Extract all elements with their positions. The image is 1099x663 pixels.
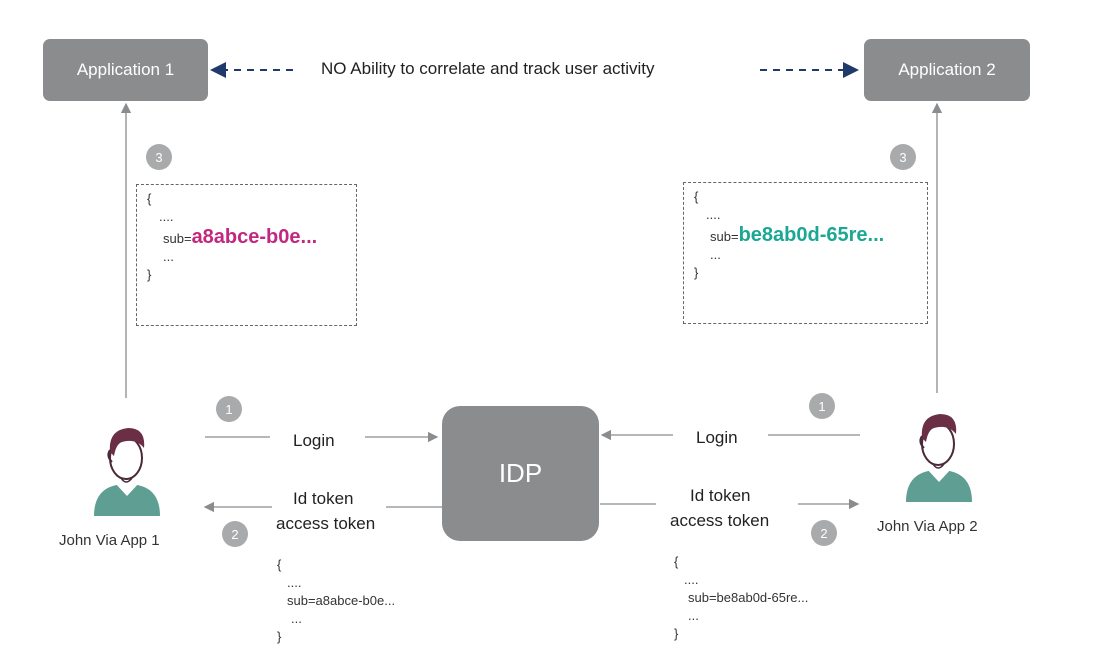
login-label-left: Login — [293, 431, 335, 450]
id-token-label-right: Id token — [690, 486, 751, 505]
access-token-label-left: access token — [276, 514, 376, 533]
bottom-token-code-left: { .... sub=a8abce-b0e... ... } — [277, 556, 395, 646]
step-2-badge-right: 2 — [811, 520, 837, 546]
idp-box: IDP — [442, 406, 599, 541]
application-2-label: Application 2 — [898, 60, 996, 79]
sub-line: sub=be8ab0d-65re... — [688, 590, 809, 605]
idp-label: IDP — [498, 458, 543, 488]
step-2-badge-left: 2 — [222, 521, 248, 547]
application-1-label: Application 1 — [76, 60, 175, 79]
step-3-badge-right: 3 — [890, 144, 916, 170]
token-claims-box-right — [683, 182, 928, 324]
brace-close: } — [277, 629, 282, 644]
user-caption-right: John Via App 2 — [877, 518, 978, 535]
brace-close: } — [694, 265, 699, 280]
dots-line: .... — [684, 572, 699, 587]
dots-line: .... — [287, 575, 302, 590]
ellipsis-line: ... — [710, 247, 721, 262]
user-caption-left: John Via App 1 — [59, 532, 160, 549]
step-1-badge-right: 1 — [809, 393, 835, 419]
ellipsis-line: ... — [291, 611, 302, 626]
sub-prefix: sub= — [710, 229, 739, 244]
token-claims-left: { .... sub=a8abce-b0e... ... } — [147, 190, 317, 284]
ellipsis-line: ... — [688, 608, 699, 623]
sub-value-highlight: be8ab0d-65re... — [738, 224, 885, 246]
ellipsis-line: ... — [163, 249, 174, 264]
sub-line: sub=a8abce-b0e... — [287, 593, 396, 608]
application-1-box: Application 1 — [43, 39, 208, 101]
sub-prefix: sub= — [163, 231, 192, 246]
brace-close: } — [147, 267, 152, 282]
bottom-token-code-right: { .... sub=be8ab0d-65re... ... } — [674, 553, 808, 643]
step-1-badge-left: 1 — [216, 396, 242, 422]
sub-value-highlight: a8abce-b0e... — [191, 226, 318, 248]
sub-claim-line: sub=a8abce-b0e... — [147, 226, 318, 248]
brace-open: { — [277, 557, 282, 572]
brace-open: { — [147, 191, 152, 206]
access-token-label-right: access token — [670, 511, 770, 530]
brace-close: } — [674, 626, 679, 641]
step-3-badge-left: 3 — [146, 144, 172, 170]
application-2-box: Application 2 — [864, 39, 1030, 101]
user-avatar-icon-right — [906, 414, 972, 502]
id-token-label-left: Id token — [293, 489, 354, 508]
brace-open: { — [694, 189, 699, 204]
dots-line: .... — [159, 209, 174, 224]
correlation-banner: NO Ability to correlate and track user a… — [321, 59, 655, 78]
login-label-right: Login — [696, 428, 738, 447]
token-claims-right: { .... sub=be8ab0d-65re... ... } — [694, 188, 884, 282]
dots-line: .... — [706, 207, 721, 222]
token-claims-box-left — [136, 184, 357, 326]
sub-claim-line: sub=be8ab0d-65re... — [694, 224, 885, 246]
brace-open: { — [674, 554, 679, 569]
user-avatar-icon-left — [94, 428, 160, 516]
